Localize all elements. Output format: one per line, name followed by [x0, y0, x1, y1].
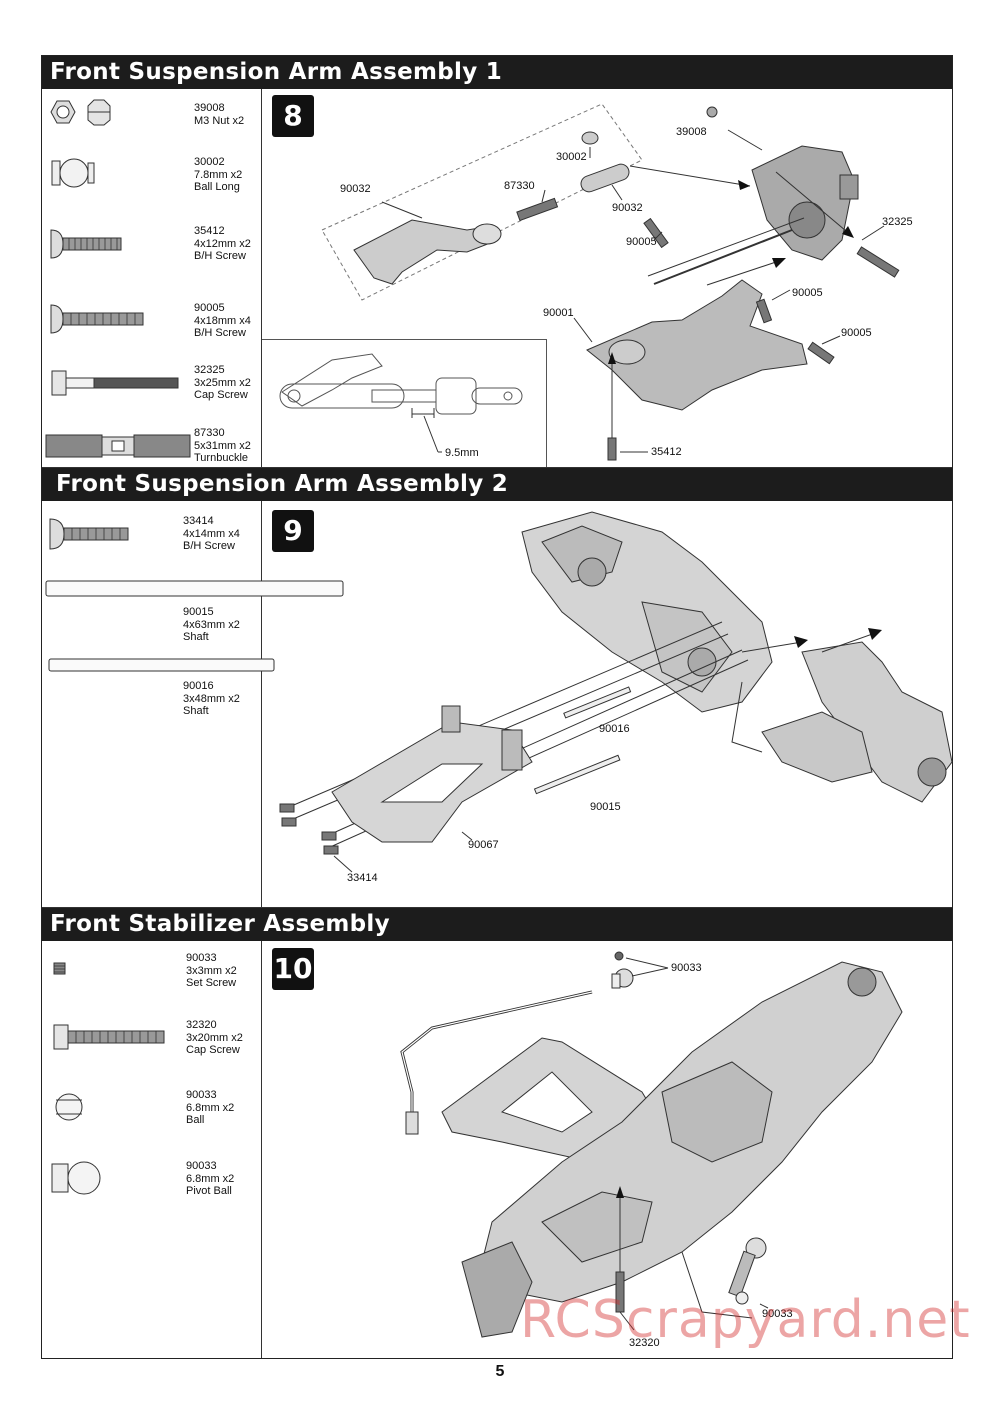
page-frame [41, 55, 953, 1359]
callout-label: 90033 [762, 1308, 793, 1320]
callout-label: 90001 [543, 307, 574, 319]
bh-screw-icon [50, 304, 144, 334]
cap-screw-icon [51, 370, 179, 396]
callout-label: 35412 [651, 446, 682, 458]
callout-label: 90032 [340, 183, 371, 195]
ball-long-icon [51, 158, 95, 188]
callout-label: 90032 [612, 202, 643, 214]
shaft-icon [48, 658, 275, 672]
shaft-icon [45, 580, 344, 597]
assembly-diagram-step-9 [279, 511, 953, 873]
step-badge: 10 [272, 948, 314, 990]
step-badge: 8 [272, 95, 314, 137]
callout-label: 33414 [347, 872, 378, 884]
divider [42, 467, 952, 468]
callout-label: 90015 [590, 801, 621, 813]
watermark: RCScrapyard.net [520, 1290, 971, 1350]
bh-screw-icon [49, 518, 129, 550]
bh-screw-icon [50, 229, 122, 259]
assembly-diagram-step-10 [400, 951, 903, 1338]
callout-label: 90005 [841, 327, 872, 339]
turnbuckle-length-diagram [279, 353, 523, 453]
callout-label: 90016 [599, 723, 630, 735]
inset-dimension-label: 9.5mm [445, 447, 479, 459]
callout-label: 39008 [676, 126, 707, 138]
callout-label: 87330 [504, 180, 535, 192]
callout-label: 90005 [792, 287, 823, 299]
ball-icon [55, 1093, 83, 1121]
callout-label: 90005 [626, 236, 657, 248]
callout-label: 30002 [556, 151, 587, 163]
callout-label: 32320 [629, 1337, 660, 1349]
divider [261, 941, 262, 1358]
set-screw-icon [53, 962, 66, 975]
pivot-ball-icon [51, 1161, 101, 1195]
turnbuckle-length-inset [262, 339, 547, 467]
section-title-2: Front Suspension Arm Assembly 2 [42, 468, 952, 501]
turnbuckle-icon [45, 434, 191, 458]
callout-label: 90067 [468, 839, 499, 851]
callout-label: 90033 [671, 962, 702, 974]
nut-icon [50, 99, 111, 126]
divider [261, 89, 262, 467]
step-badge: 9 [272, 510, 314, 552]
callout-label: 32325 [882, 216, 913, 228]
assembly-diagram-step-8 [321, 103, 900, 461]
section-title-3: Front Stabilizer Assembly [42, 908, 952, 941]
cap-screw-icon [53, 1024, 165, 1050]
divider [261, 501, 262, 907]
page-number: 5 [495, 1363, 505, 1380]
divider [42, 907, 952, 908]
section-title-1: Front Suspension Arm Assembly 1 [42, 56, 952, 89]
